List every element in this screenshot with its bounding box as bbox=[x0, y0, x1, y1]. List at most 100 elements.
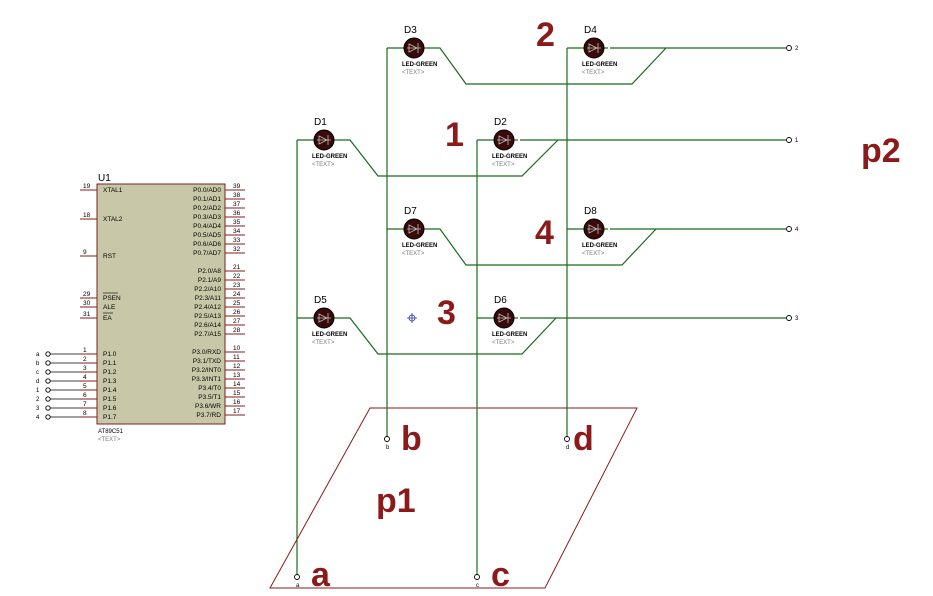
bottom-terminal-label: a bbox=[296, 583, 300, 589]
matrix-wires bbox=[296, 47, 786, 575]
mcu-pin-number: 33 bbox=[233, 237, 241, 244]
mcu-pin-label: P3.5/T1 bbox=[198, 394, 221, 401]
mcu-pin-label: EA bbox=[103, 315, 112, 322]
bottom-terminal-icon[interactable] bbox=[384, 436, 390, 442]
mcu-pin-number: 4 bbox=[83, 374, 87, 381]
mcu-pin-label: P2.0/A8 bbox=[198, 268, 222, 275]
terminal-icon[interactable] bbox=[45, 396, 51, 402]
mcu-ref: U1 bbox=[98, 173, 111, 184]
mcu-pin-number: 34 bbox=[233, 228, 241, 235]
mcu-pin-label: P3.0/RXD bbox=[192, 349, 221, 356]
led-type: LED-GREEN bbox=[582, 243, 617, 249]
mcu-pin-number: 7 bbox=[83, 401, 87, 408]
terminal-icon[interactable] bbox=[45, 414, 51, 420]
terminal-icon[interactable] bbox=[45, 378, 51, 384]
led-text: <TEXT> bbox=[582, 251, 605, 257]
label-a: a bbox=[311, 556, 331, 594]
terminal-icon[interactable] bbox=[45, 360, 51, 366]
diode-symbol-icon bbox=[497, 135, 511, 145]
mcu-pin-label: P2.2/A10 bbox=[194, 286, 221, 293]
mcu-pin-label: P2.7/A15 bbox=[194, 331, 221, 338]
mcu-pin-number: 6 bbox=[83, 392, 87, 399]
terminal-icon[interactable] bbox=[45, 351, 51, 357]
mcu-pin-label: P3.1/TXD bbox=[193, 358, 221, 365]
mcu-pin-label: P0.1/AD1 bbox=[193, 196, 221, 203]
led-ref: D8 bbox=[584, 206, 597, 217]
led-type: LED-GREEN bbox=[492, 332, 527, 338]
mcu-pin-label: P0.3/AD3 bbox=[193, 214, 221, 221]
mcu-pin-number: 1 bbox=[83, 347, 87, 354]
mcu-pin-number: 25 bbox=[233, 300, 241, 307]
row-terminal-label: 4 bbox=[795, 227, 799, 233]
mcu-pin-number: 24 bbox=[233, 291, 241, 298]
mcu-pin-number: 15 bbox=[233, 390, 241, 397]
row-terminal-icon[interactable] bbox=[786, 315, 792, 321]
terminal-icon[interactable] bbox=[45, 369, 51, 375]
mcu-pin-label: RST bbox=[103, 253, 116, 260]
label-1: 1 bbox=[445, 116, 464, 154]
led-text: <TEXT> bbox=[492, 162, 515, 168]
mcu-pin-label: P2.5/A13 bbox=[194, 313, 221, 320]
label-p2: p2 bbox=[861, 132, 901, 170]
mcu-pin-number: 16 bbox=[233, 399, 241, 406]
mcu-pin-number: 19 bbox=[83, 183, 91, 190]
mcu-pin-number: 29 bbox=[83, 291, 91, 298]
mcu-pin-label: P2.4/A12 bbox=[194, 304, 221, 311]
bottom-terminal-icon[interactable] bbox=[294, 574, 300, 580]
led-ref: D5 bbox=[314, 295, 327, 306]
led-ref: D4 bbox=[584, 25, 597, 36]
mcu-pin-label: P0.2/AD2 bbox=[193, 205, 221, 212]
mcu-body[interactable] bbox=[96, 183, 226, 425]
terminal-label: 1 bbox=[36, 388, 40, 394]
diode-symbol-icon bbox=[587, 43, 601, 53]
mcu-pin-label: P1.4 bbox=[103, 387, 117, 394]
label-d: d bbox=[573, 420, 594, 458]
bottom-terminal-label: b bbox=[386, 445, 390, 451]
row-terminal-label: 3 bbox=[795, 316, 799, 322]
led-type: LED-GREEN bbox=[402, 243, 437, 249]
mcu-u1[interactable]: U1 AT89C51 <TEXT> 19XTAL118XTAL29RST29PS… bbox=[36, 173, 245, 443]
mcu-pin-number: 12 bbox=[233, 363, 241, 370]
mcu-pin-number: 30 bbox=[83, 300, 91, 307]
row-terminal-label: 2 bbox=[795, 46, 799, 52]
mcu-pin-number: 31 bbox=[83, 311, 91, 318]
led-ref: D1 bbox=[314, 117, 327, 128]
bottom-terminal-icon[interactable] bbox=[564, 436, 570, 442]
mcu-right-pins: 39P0.0/AD038P0.1/AD137P0.2/AD236P0.3/AD3… bbox=[192, 183, 245, 419]
mcu-pin-label: P3.4/T0 bbox=[198, 385, 221, 392]
mcu-pin-number: 2 bbox=[83, 356, 87, 363]
mcu-pin-number: 39 bbox=[233, 183, 241, 190]
terminal-icon[interactable] bbox=[45, 387, 51, 393]
terminal-icon[interactable] bbox=[45, 405, 51, 411]
mcu-pin-number: 14 bbox=[233, 381, 241, 388]
label-3: 3 bbox=[437, 294, 456, 332]
led-type: LED-GREEN bbox=[582, 62, 617, 68]
mcu-pin-label: P3.3/INT1 bbox=[192, 376, 222, 383]
mcu-pin-label: P3.2/INT0 bbox=[192, 367, 222, 374]
row-terminal-icon[interactable] bbox=[786, 45, 792, 51]
mcu-pin-label: P0.4/AD4 bbox=[193, 223, 221, 230]
terminal-label: c bbox=[36, 370, 39, 376]
mcu-pin-number: 11 bbox=[233, 354, 240, 361]
mcu-pin-number: 3 bbox=[83, 365, 87, 372]
mcu-pin-label: P2.3/A11 bbox=[195, 295, 222, 302]
bottom-terminal-icon[interactable] bbox=[474, 574, 480, 580]
row-terminal-icon[interactable] bbox=[786, 226, 792, 232]
row-terminal-icon[interactable] bbox=[786, 137, 792, 143]
label-4: 4 bbox=[535, 214, 554, 252]
led-text: <TEXT> bbox=[402, 70, 425, 76]
mcu-part: AT89C51 bbox=[98, 429, 124, 435]
led-ref: D6 bbox=[494, 295, 507, 306]
mcu-pin-label: XTAL2 bbox=[103, 216, 123, 223]
terminal-label: 2 bbox=[36, 397, 40, 403]
